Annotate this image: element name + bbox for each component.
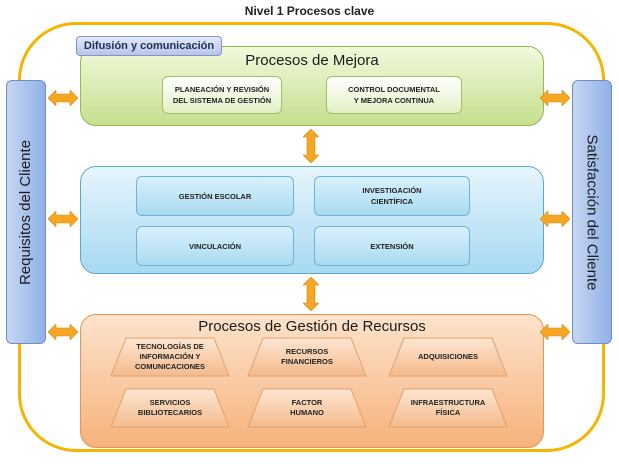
linkage-box: VINCULACIÓN [136, 226, 294, 266]
diagram-title: Nivel 1 Procesos clave [244, 4, 375, 18]
library-services-label: SERVICIOS BIBLIOTECARIOS [137, 398, 203, 417]
left-top-double-arrow [48, 90, 78, 106]
planning-review-box: PLANEACIÓN Y REVISIÓN DEL SISTEMA DE GES… [162, 76, 282, 114]
document-control-box: CONTROL DOCUMENTAL Y MEJORA CONTINUA [326, 76, 462, 114]
physical-infrastructure-label: INFRAESTRUCTURA FÍSICA [410, 398, 486, 417]
upper-vertical-double-arrow [303, 129, 319, 163]
dissemination-communication-badge: Difusión y comunicación [76, 36, 222, 56]
left-bottom-double-arrow [48, 324, 78, 340]
right-middle-double-arrow [540, 211, 570, 227]
improvement-processes-title: Procesos de Mejora [245, 52, 379, 69]
school-management-box: GESTIÓN ESCOLAR [136, 176, 294, 216]
financial-resources-trapezoid: RECURSOS FINANCIEROS [247, 337, 367, 377]
customer-satisfaction-label: Satisfacción del Cliente [583, 134, 601, 290]
human-factor-label: FACTOR HUMANO [290, 398, 324, 417]
lower-vertical-double-arrow [303, 277, 319, 311]
right-bottom-double-arrow [540, 324, 570, 340]
scientific-research-box: INVESTIGACIÓN CIENTÍFICA [314, 176, 470, 216]
right-top-double-arrow [540, 90, 570, 106]
customer-requirements-label: Requisitos del Cliente [17, 139, 35, 285]
ict-trapezoid: TECNOLOGÍAS DE INFORMACIÓN Y COMUNICACIO… [110, 337, 230, 377]
customer-requirements-bar: Requisitos del Cliente [6, 80, 46, 344]
extension-box: EXTENSIÓN [314, 226, 470, 266]
human-factor-trapezoid: FACTOR HUMANO [247, 388, 367, 428]
left-middle-double-arrow [48, 211, 78, 227]
resource-management-title: Procesos de Gestión de Recursos [198, 318, 426, 335]
improvement-processes-panel [80, 46, 544, 126]
acquisitions-label: ADQUISICIONES [417, 352, 478, 361]
library-services-trapezoid: SERVICIOS BIBLIOTECARIOS [110, 388, 230, 428]
ict-label: TECNOLOGÍAS DE INFORMACIÓN Y COMUNICACIO… [134, 342, 205, 371]
financial-resources-label: RECURSOS FINANCIEROS [281, 347, 333, 366]
physical-infrastructure-trapezoid: INFRAESTRUCTURA FÍSICA [388, 388, 508, 428]
acquisitions-trapezoid: ADQUISICIONES [388, 337, 508, 377]
customer-satisfaction-bar: Satisfacción del Cliente [572, 80, 612, 344]
